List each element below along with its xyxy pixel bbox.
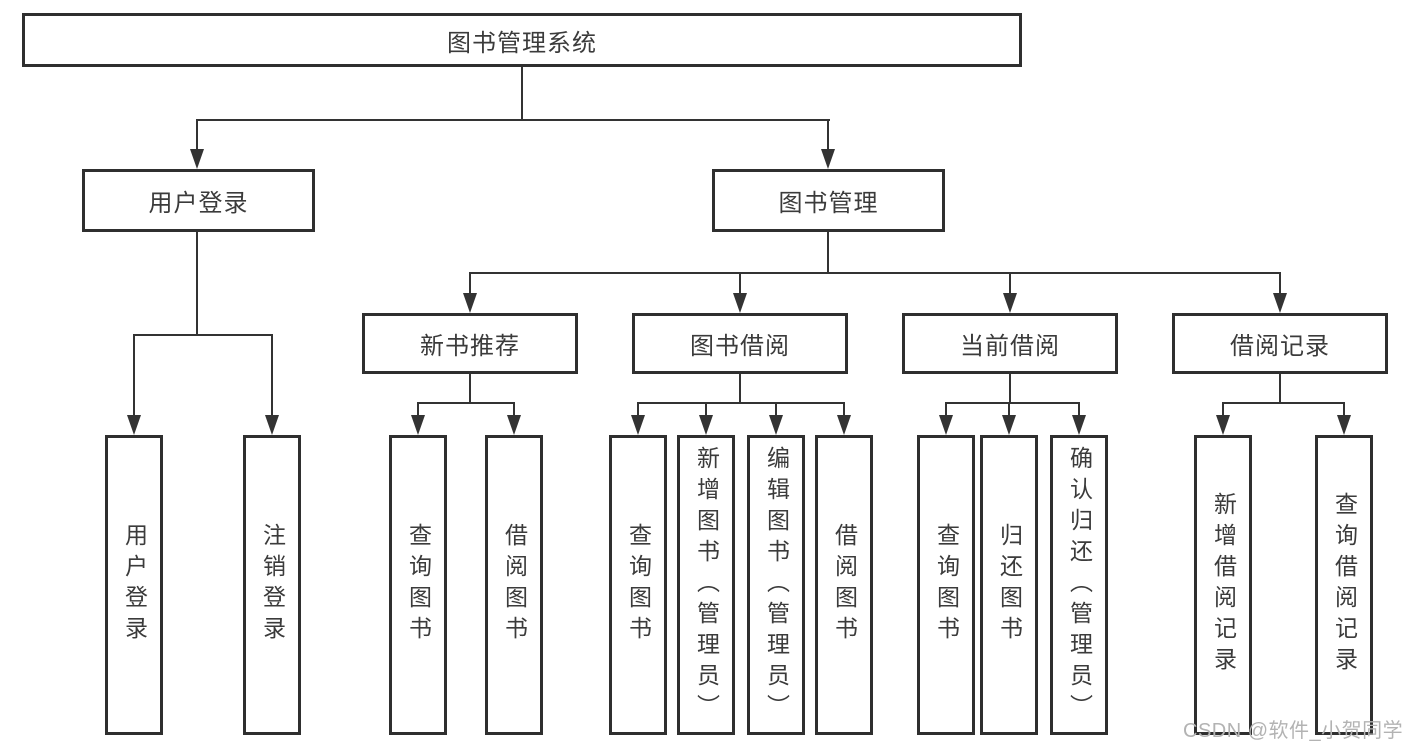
connector-line [705,402,707,416]
leaf-add-borrow-record: 新增借阅记录 [1194,435,1252,735]
arrow-down-icon [631,415,645,435]
connector-line [1009,374,1011,404]
connector-line [1222,402,1224,416]
arrow-down-icon [265,415,279,435]
connector-line [945,402,1080,404]
leaf-confirm-return-admin: 确认归还（管理员） [1050,435,1108,735]
node-new-book-recommendation: 新书推荐 [362,313,578,374]
leaf-borrow-books: 借阅图书 [815,435,873,735]
leaf-query-books-borrowing: 查询图书 [609,435,667,735]
leaf-label: 查询图书 [405,523,432,647]
leaf-query-borrow-record: 查询借阅记录 [1315,435,1373,735]
connector-line [739,272,741,296]
node-label: 用户登录 [148,190,249,217]
arrow-down-icon [127,415,141,435]
connector-line [739,374,741,404]
connector-line [469,272,1281,274]
connector-line [271,334,273,418]
connector-line [133,334,273,336]
arrow-down-icon [769,415,783,435]
leaf-edit-books-admin: 编辑图书（管理员） [747,435,805,735]
arrow-down-icon [1273,293,1287,313]
connector-line [133,334,135,418]
arrow-down-icon [939,415,953,435]
arrow-down-icon [1072,415,1086,435]
leaf-return-books: 归还图书 [980,435,1038,735]
connector-line [521,67,523,120]
node-label: 图书管理 [778,190,879,217]
connector-line [637,402,639,416]
connector-line [469,272,471,296]
node-library-system: 图书管理系统 [22,13,1022,67]
connector-line [1078,402,1080,416]
leaf-label: 查询图书 [625,523,652,647]
connector-line [196,232,198,335]
arrow-down-icon [1216,415,1230,435]
leaf-label: 新增图书（管理员） [693,445,720,725]
connector-line [827,119,829,153]
leaf-label: 注销登录 [259,523,286,647]
leaf-query-books-current: 查询图书 [917,435,975,735]
leaf-label: 新增借阅记录 [1210,492,1237,678]
node-current-borrowing: 当前借阅 [902,313,1118,374]
leaf-label: 用户登录 [121,523,148,647]
node-label: 新书推荐 [420,333,520,360]
node-user-login: 用户登录 [82,169,315,232]
leaf-label: 查询图书 [933,523,960,647]
connector-line [417,402,419,416]
arrow-down-icon [837,415,851,435]
connector-line [1279,272,1281,296]
node-label: 当前借阅 [960,333,1060,360]
node-book-management: 图书管理 [712,169,945,232]
node-borrowing-records: 借阅记录 [1172,313,1388,374]
leaf-label: 借阅图书 [501,523,528,647]
connector-line [513,402,515,416]
node-label: 图书管理系统 [447,29,597,57]
connector-line [469,374,471,404]
leaf-label: 归还图书 [996,523,1023,647]
node-label: 图书借阅 [690,333,790,360]
arrow-down-icon [190,149,204,169]
leaf-query-books-recommend: 查询图书 [389,435,447,735]
connector-line [1008,402,1010,416]
arrow-down-icon [1337,415,1351,435]
leaf-add-books-admin: 新增图书（管理员） [677,435,735,735]
arrow-down-icon [1002,415,1016,435]
connector-line [637,402,845,404]
connector-line [417,402,515,404]
leaf-user-login: 用户登录 [105,435,163,735]
connector-line [1343,402,1345,416]
arrow-down-icon [1003,293,1017,313]
connector-line [945,402,947,416]
leaf-logout: 注销登录 [243,435,301,735]
connector-line [196,119,830,121]
arrow-down-icon [821,149,835,169]
leaf-label: 借阅图书 [831,523,858,647]
connector-line [1009,272,1011,296]
connector-line [843,402,845,416]
connector-line [775,402,777,416]
arrow-down-icon [699,415,713,435]
connector-line [196,119,198,153]
arrow-down-icon [411,415,425,435]
node-label: 借阅记录 [1230,333,1330,360]
node-book-borrowing: 图书借阅 [632,313,848,374]
leaf-label: 编辑图书（管理员） [763,445,790,725]
arrow-down-icon [733,293,747,313]
csdn-watermark: CSDN @软件_小贺同学 [1183,720,1404,742]
leaf-borrow-books-recommend: 借阅图书 [485,435,543,735]
leaf-label: 确认归还（管理员） [1066,445,1093,725]
arrow-down-icon [507,415,521,435]
connector-line [1279,374,1281,404]
leaf-label: 查询借阅记录 [1331,492,1358,678]
connector-line [1222,402,1345,404]
arrow-down-icon [463,293,477,313]
connector-line [827,232,829,273]
